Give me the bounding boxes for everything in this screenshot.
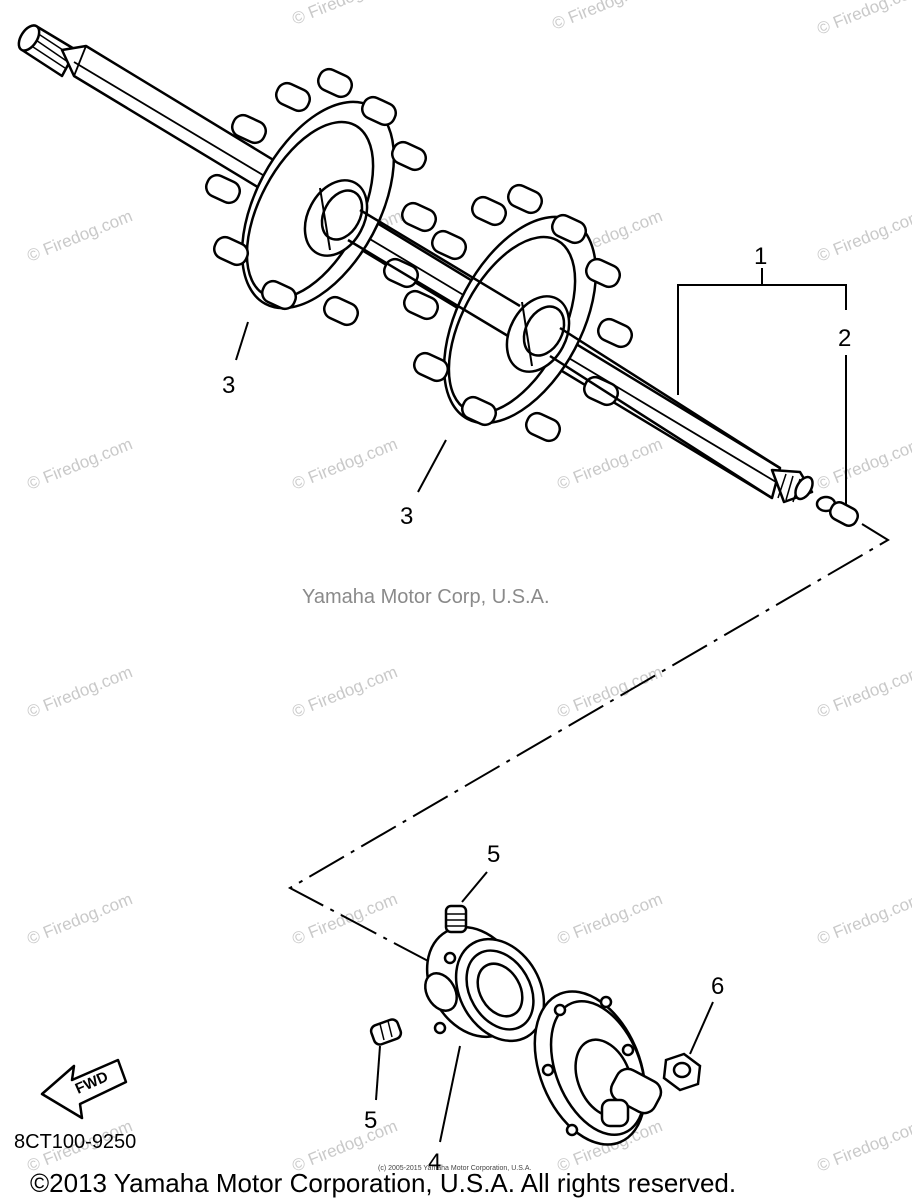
- watermark: © Firedog.com: [554, 662, 665, 721]
- watermark: © Firedog.com: [289, 662, 400, 721]
- sprocket-left: [204, 67, 438, 327]
- hex-nut: [662, 1052, 702, 1092]
- assembly-lines: [287, 523, 890, 963]
- bearing-housing: [424, 925, 546, 1043]
- callout-6: 6: [711, 973, 724, 1000]
- watermark: © Firedog.com: [24, 662, 135, 721]
- callout-2: 2: [838, 325, 851, 352]
- watermark: © Firedog.com: [814, 1116, 912, 1175]
- watermark: © Firedog.com: [554, 889, 665, 948]
- watermark: © Firedog.com: [24, 889, 135, 948]
- small-copyright: (c) 2005-2015 Yamaha Motor Corporation, …: [378, 1165, 531, 1172]
- watermark: © Firedog.com: [814, 434, 912, 493]
- sprocket-right: [402, 183, 634, 443]
- callout-3-right: 3: [400, 503, 413, 530]
- watermark: © Firedog.com: [549, 0, 660, 34]
- corp-label: Yamaha Motor Corp, U.S.A.: [302, 586, 550, 608]
- watermark: © Firedog.com: [289, 889, 400, 948]
- callout-5-bottom: 5: [364, 1107, 377, 1134]
- watermark: © Firedog.com: [554, 434, 665, 493]
- diagram-code: 8CT100-9250: [14, 1131, 136, 1153]
- callout-leaders-bottom: [375, 871, 714, 1143]
- watermark: © Firedog.com: [289, 0, 400, 29]
- arrow-shape: [40, 1058, 128, 1120]
- copyright-footer: ©2013 Yamaha Motor Corporation, U.S.A. A…: [30, 1168, 736, 1198]
- shaft-through-hubs: [347, 208, 781, 500]
- callout-leaders-top: [235, 268, 847, 505]
- watermark: © Firedog.com: [814, 206, 912, 265]
- callout-5-top: 5: [487, 841, 500, 868]
- watermark: © Firedog.com: [814, 662, 912, 721]
- watermark: © Firedog.com: [289, 434, 400, 493]
- callout-3-left: 3: [222, 372, 235, 399]
- shaft-end-nut: [815, 495, 860, 527]
- watermark: © Firedog.com: [24, 434, 135, 493]
- set-screw-top: [444, 904, 468, 934]
- set-screw-bottom: [369, 1018, 403, 1046]
- watermark: © Firedog.com: [814, 0, 912, 39]
- forward-arrow: FWD: [40, 1058, 128, 1120]
- callout-1: 1: [754, 243, 767, 270]
- flange-hub: [533, 990, 663, 1146]
- drive-shaft: [17, 24, 814, 504]
- watermark: © Firedog.com: [814, 889, 912, 948]
- watermark: © Firedog.com: [24, 206, 135, 265]
- callout-4: 4: [428, 1149, 441, 1176]
